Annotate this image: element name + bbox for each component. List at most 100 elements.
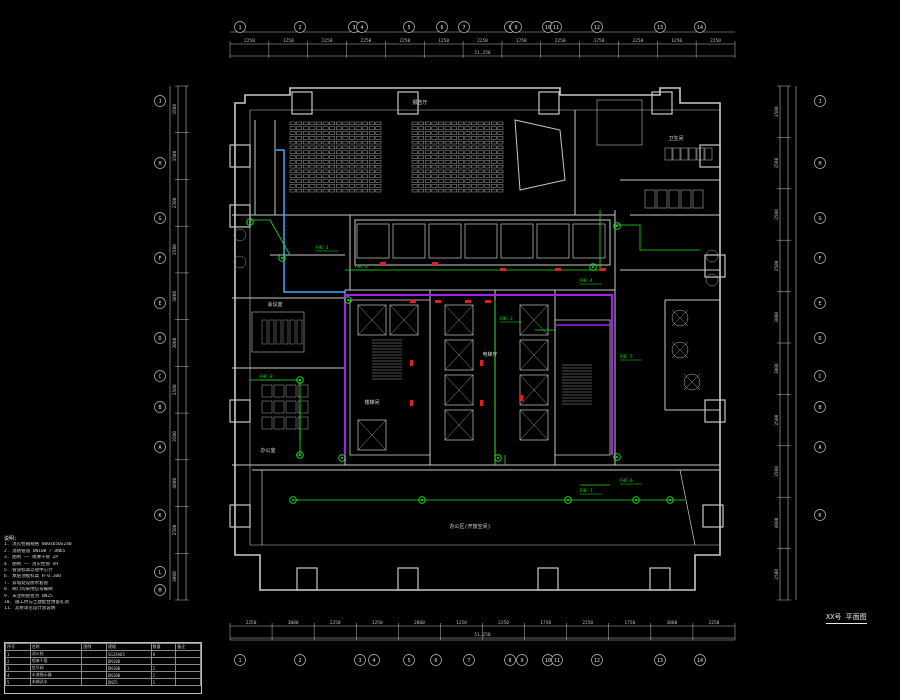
- fire-hydrant: [296, 451, 304, 459]
- auditorium-seat: [431, 136, 438, 140]
- right-axis-bubble: [814, 157, 826, 169]
- auditorium-seat: [329, 174, 336, 178]
- right-axis-bubble: [814, 509, 826, 521]
- hydrant-callout: FHC-3: [500, 316, 513, 321]
- auditorium-seat: [289, 179, 296, 183]
- auditorium-seat: [477, 155, 484, 159]
- auditorium-seat: [451, 160, 458, 164]
- auditorium-seat: [431, 145, 438, 150]
- auditorium-seat: [302, 155, 309, 159]
- auditorium-seat: [464, 121, 471, 126]
- left-dim-label: 2500: [172, 244, 178, 255]
- structural-column: [538, 91, 560, 115]
- bottom-axis-bubble-text: 7: [467, 658, 470, 664]
- fire-hydrant: [296, 376, 304, 384]
- legend-cell: 名称: [29, 643, 83, 651]
- right-dim-label: 2500: [774, 569, 780, 580]
- structural-column: [704, 254, 726, 278]
- auditorium-seat: [349, 126, 355, 130]
- bottom-axis-bubble-text: 3: [358, 658, 361, 664]
- right-axis-bubble-text: K: [818, 513, 821, 519]
- auditorium-seat: [497, 121, 504, 126]
- auditorium-seat: [329, 169, 336, 174]
- left-axis-bubble-text: A: [158, 445, 161, 451]
- fire-hydrant: [338, 454, 346, 462]
- auditorium-seat: [457, 160, 464, 164]
- toilet-stall: [668, 189, 680, 209]
- right-axis-bubble-text: C: [818, 374, 821, 380]
- structural-column: [229, 204, 251, 228]
- auditorium-seat: [431, 140, 438, 145]
- auditorium-seat: [477, 150, 484, 154]
- auditorium-seat: [477, 174, 484, 178]
- auditorium-seat: [457, 188, 464, 193]
- pipe-valve: [480, 360, 483, 366]
- fire-hydrant: [666, 496, 674, 504]
- auditorium-seat: [289, 188, 296, 193]
- pipe-valve: [410, 360, 413, 366]
- auditorium-seat: [368, 145, 375, 150]
- auditorium-seat: [302, 169, 309, 174]
- auditorium-seat: [316, 174, 322, 178]
- left-axis-bubble-text: M: [158, 588, 161, 594]
- top-axis-bubble: [356, 21, 368, 33]
- elevator-cross: [519, 374, 549, 406]
- auditorium-seat: [490, 126, 497, 130]
- bottom-dim-label: 2000: [414, 620, 425, 626]
- auditorium-seat: [368, 179, 375, 183]
- auditorium-seat: [335, 179, 342, 183]
- left-axis-bubble: [154, 252, 166, 264]
- left-dim-label: 4000: [172, 477, 178, 488]
- auditorium-seat: [477, 131, 484, 135]
- structural-column: [649, 567, 671, 591]
- right-dim-label: 3500: [774, 106, 780, 117]
- fire-hydrant-core: [616, 225, 618, 227]
- sprinkler-pipe: [615, 224, 700, 251]
- auditorium-seat: [431, 179, 438, 183]
- auditorium-seat: [375, 174, 382, 178]
- auditorium-seat: [444, 155, 451, 159]
- auditorium-seat: [355, 184, 362, 188]
- left-axis-bubble-text: L: [158, 570, 161, 576]
- auditorium-seat: [411, 164, 418, 169]
- top-dim-label: 2250: [244, 38, 255, 44]
- legend-cell: [175, 664, 201, 672]
- top-axis-bubble-text: 7: [462, 25, 465, 31]
- toilet-stall: [680, 147, 689, 161]
- auditorium-seat: [302, 131, 309, 135]
- auditorium-seat: [497, 131, 504, 135]
- bottom-axis-bubble-text: 10: [545, 658, 551, 664]
- room-label-auditorium: 报告厅: [412, 99, 427, 106]
- left-axis-bubble-text: H: [158, 161, 161, 167]
- pipe-valve: [435, 300, 441, 303]
- bottom-axis-bubble-text: 13: [657, 658, 663, 664]
- top-axis-bubble: [510, 21, 522, 33]
- planter: [233, 228, 247, 242]
- auditorium-seat: [355, 188, 362, 193]
- bottom-axis-bubble-text: 9: [520, 658, 523, 664]
- auditorium-seat: [375, 140, 382, 145]
- auditorium-seat: [329, 164, 336, 169]
- elevator-car: [519, 304, 549, 336]
- auditorium-seat: [296, 131, 303, 135]
- auditorium-seat: [362, 140, 369, 145]
- legend-cell: 1: [5, 650, 31, 658]
- auditorium-seat: [342, 155, 349, 159]
- shaft-cell: [536, 223, 570, 259]
- auditorium-seat: [289, 136, 296, 140]
- legend-row: 序号名称图例规格数量备注: [5, 643, 201, 651]
- auditorium-seat: [362, 150, 369, 154]
- top-axis-bubble: [550, 21, 562, 33]
- left-dim-label: 3500: [172, 431, 178, 442]
- top-axis-bubble: [294, 21, 306, 33]
- auditorium-seat: [322, 155, 329, 159]
- auditorium-seat: [497, 150, 504, 154]
- legend-cell: [81, 657, 107, 665]
- auditorium-seat: [490, 131, 497, 135]
- top-axis-bubble-text: 10: [545, 25, 551, 31]
- auditorium-seat: [316, 150, 322, 154]
- auditorium-seat: [296, 136, 303, 140]
